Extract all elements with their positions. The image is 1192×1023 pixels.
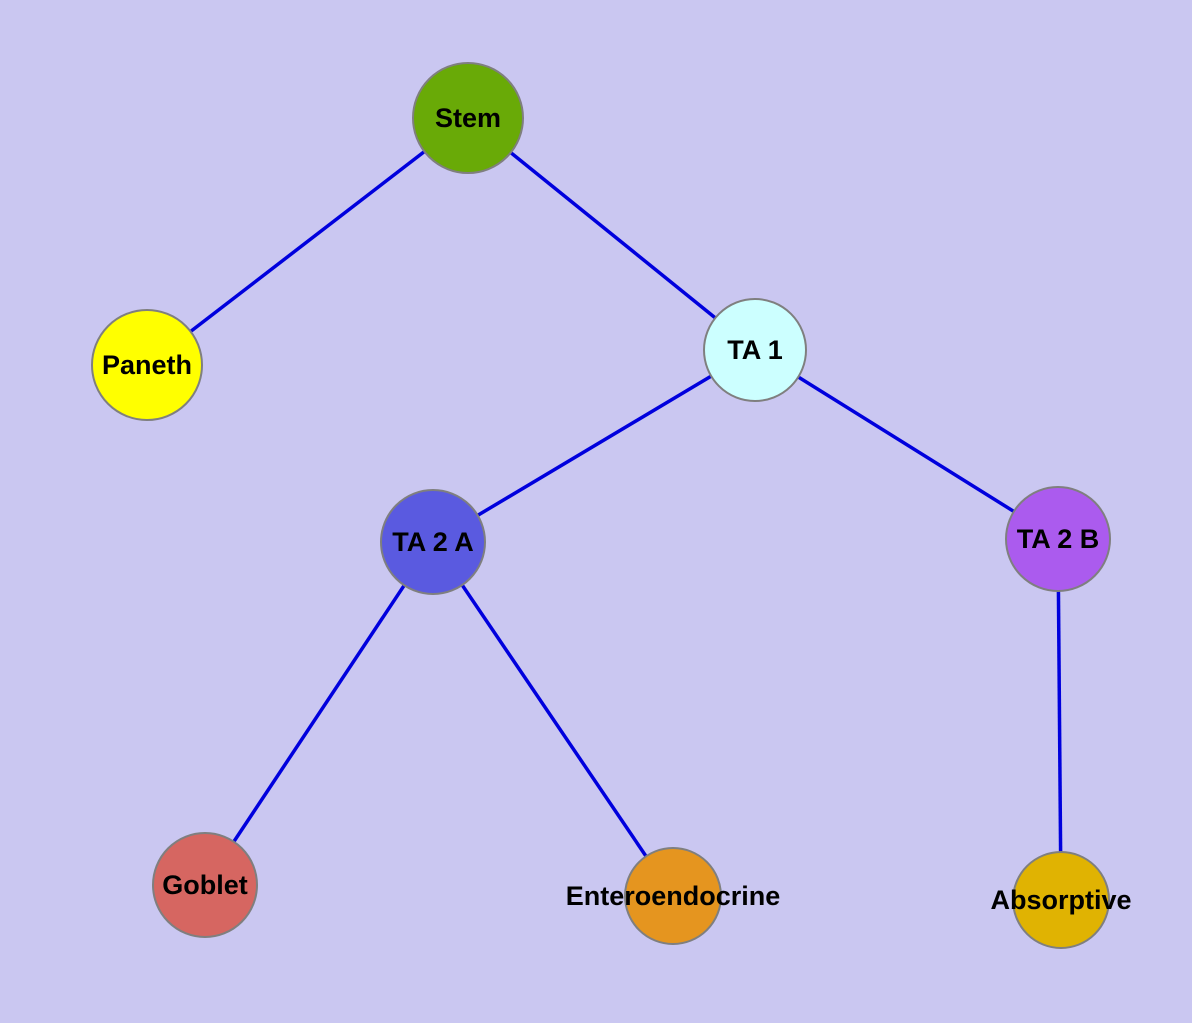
node-circle-ta1[interactable] [703, 298, 807, 402]
node-ta1[interactable]: TA 1 [703, 298, 807, 402]
node-stem[interactable]: Stem [412, 62, 524, 174]
edge-stem-paneth [145, 116, 470, 367]
node-paneth[interactable]: Paneth [91, 309, 203, 421]
edge-ta1-ta2b [754, 348, 1059, 541]
node-goblet[interactable]: Goblet [152, 832, 258, 938]
edges-layer [145, 116, 1063, 901]
edge-ta2b-absorptive [1056, 538, 1063, 901]
node-ta2a[interactable]: TA 2 A [380, 489, 486, 595]
node-circle-goblet[interactable] [152, 832, 258, 938]
node-circle-stem[interactable] [412, 62, 524, 174]
node-circle-ta2b[interactable] [1005, 486, 1111, 592]
edge-ta2a-goblet [203, 541, 435, 886]
edge-ta2a-enteroendocrine [431, 541, 675, 897]
node-circle-paneth[interactable] [91, 309, 203, 421]
edge-stem-ta1 [466, 116, 757, 352]
node-ta2b[interactable]: TA 2 B [1005, 486, 1111, 592]
node-circle-enteroendocrine[interactable] [624, 847, 722, 945]
node-circle-ta2a[interactable] [380, 489, 486, 595]
edge-ta1-ta2a [432, 348, 756, 544]
node-circle-absorptive[interactable] [1012, 851, 1110, 949]
